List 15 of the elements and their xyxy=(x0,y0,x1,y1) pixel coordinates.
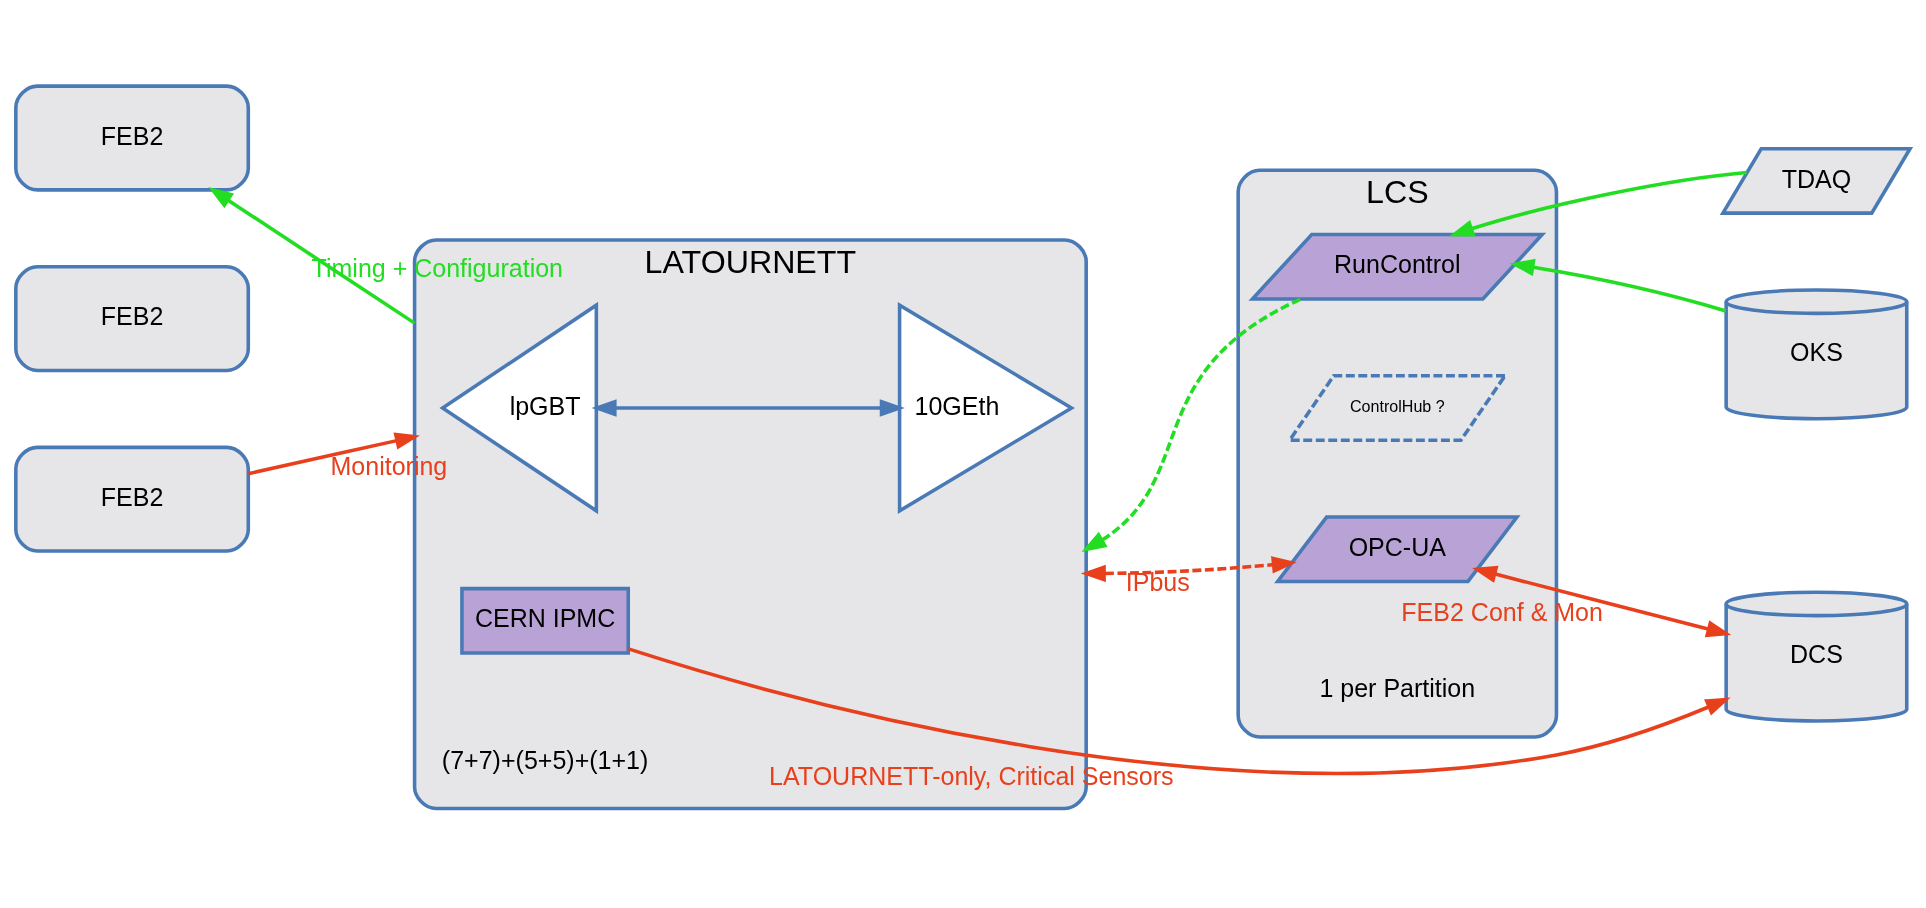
arrow xyxy=(208,186,416,325)
edge-label: IPbus xyxy=(1125,567,1190,596)
node-label: (7+7)+(5+5)+(1+1) xyxy=(441,745,649,774)
node-box: FEB2 xyxy=(14,264,251,372)
arrow xyxy=(1080,555,1297,582)
arrow xyxy=(591,398,905,417)
arrow xyxy=(627,646,1731,775)
arrow xyxy=(1509,258,1727,313)
arrow xyxy=(1449,170,1747,237)
node-box: FEB2 xyxy=(14,83,251,192)
arrow xyxy=(1081,297,1301,552)
node-box: FEB2 xyxy=(14,445,251,553)
node-box: CERN IPMC xyxy=(460,586,631,655)
arrow xyxy=(1472,565,1732,637)
node-label: 1 per Partition xyxy=(1319,673,1476,702)
